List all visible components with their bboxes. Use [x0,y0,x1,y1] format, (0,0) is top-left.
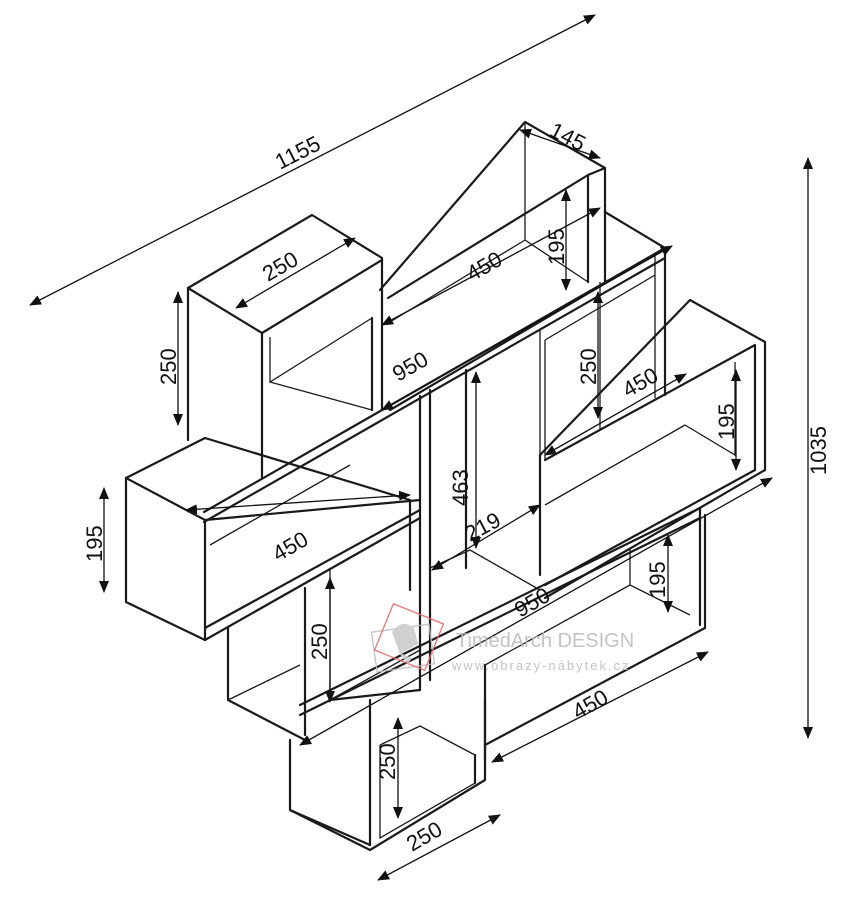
watermark-brand: TimedArch DESIGN [456,630,634,652]
dim-lower-left-height: 250 [307,623,332,660]
shelf-outline [124,120,767,852]
dimension-lines [29,14,813,881]
dim-center-height: 463 [448,469,473,506]
dim-right-box-height: 195 [714,403,739,440]
dim-lower-right-height: 195 [645,561,670,598]
dim-bottom-height: 250 [375,743,400,780]
dim-mid-right-height: 250 [576,348,601,385]
watermark-logo-icon [370,602,445,673]
dim-bottom-width: 250 [402,816,446,856]
dim-top-shelf-width: 450 [462,246,506,286]
dim-overall-height: 1035 [806,426,831,475]
dim-lower-right-width: 450 [568,684,612,724]
dim-center-width: 219 [461,507,505,546]
dim-left-box-width: 450 [268,526,312,566]
dim-long-shelf-lower: 950 [510,582,554,622]
dim-top-right-height: 195 [544,228,569,265]
watermark-url: www.obrazy-nábytek.cz [451,658,631,673]
dim-top-depth: 145 [546,117,590,156]
left-box [124,436,422,642]
dim-long-shelf-upper: 950 [388,346,432,386]
dim-top-box-width: 250 [258,246,302,286]
dim-top-box-height: 250 [156,348,181,385]
right-box [538,298,767,600]
dim-left-box-height: 195 [82,525,107,562]
watermark: TimedArch DESIGN www.obrazy-nábytek.cz [370,602,634,673]
